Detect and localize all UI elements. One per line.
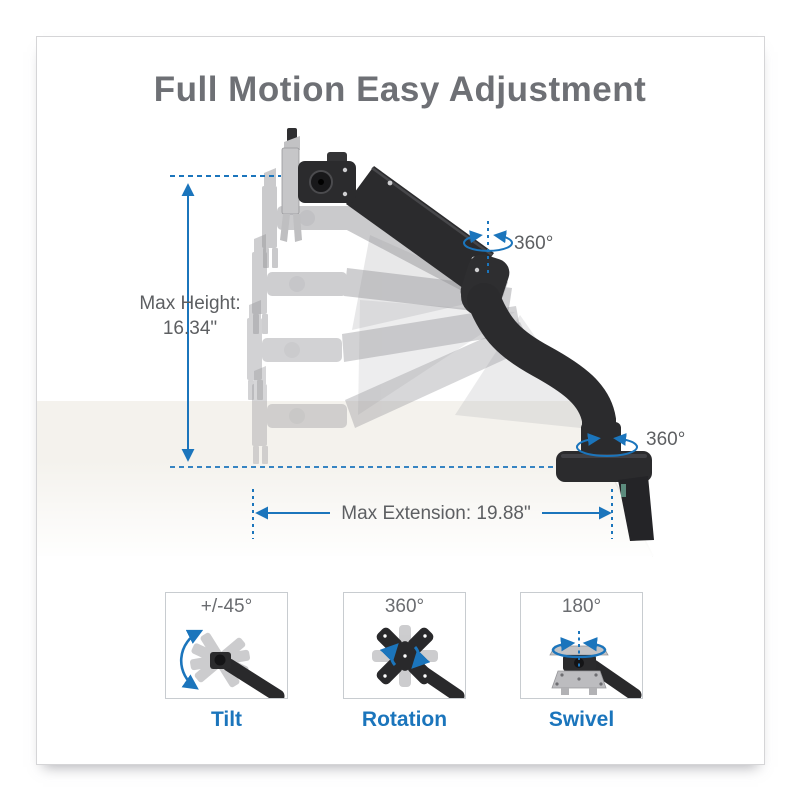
ghost-arm — [252, 322, 532, 464]
desk-clamp — [618, 476, 654, 541]
base-rotation-indicator — [576, 433, 638, 457]
tilt-icon — [179, 629, 285, 698]
arm-base — [556, 451, 652, 482]
tilt-angle-label: +/-45° — [200, 596, 253, 617]
rotation-label: Rotation — [361, 708, 448, 731]
head-rotation-label: 360° — [514, 233, 554, 254]
desk-fade — [37, 460, 657, 556]
feature-box-tilt: +/-45° — [165, 592, 288, 699]
rotation-angle-label: 360° — [384, 596, 425, 617]
rotation-icon — [372, 625, 465, 698]
tilt-label: Tilt — [210, 708, 243, 731]
feature-box-swivel: 180° — [520, 592, 643, 699]
max-height-label: Max Height:16.34" — [139, 293, 241, 340]
feature-box-rotation: 360° — [343, 592, 466, 699]
feature-rotation: 360° — [343, 592, 466, 732]
base-rotation-label: 360° — [646, 429, 686, 450]
monitor-arm — [280, 128, 654, 541]
head-rotation-indicator — [463, 221, 513, 276]
page-title: Full Motion Easy Adjustment — [153, 70, 647, 109]
swivel-icon — [549, 631, 642, 698]
swivel-label: Swivel — [548, 708, 615, 731]
vesa-mount — [280, 128, 356, 242]
feature-tilt: +/-45° Tilt — [165, 592, 288, 732]
max-extension-label: Max Extension: 19.88" — [341, 503, 531, 524]
feature-swivel: 180° Swivel — [520, 592, 643, 732]
max-extension-dimension-line — [252, 489, 613, 539]
swivel-angle-label: 180° — [561, 596, 602, 617]
